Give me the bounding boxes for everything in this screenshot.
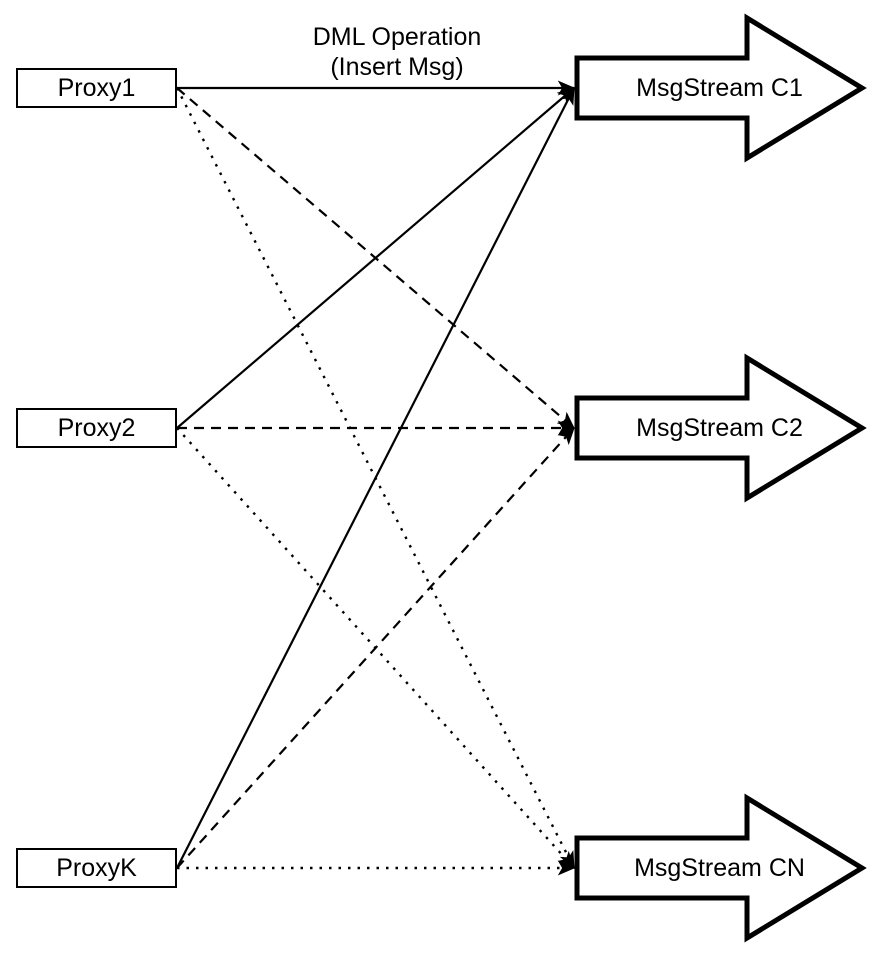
proxyk-node: ProxyK [16, 848, 177, 888]
proxy1-label: Proxy1 [57, 73, 136, 102]
proxyk-label: ProxyK [56, 853, 137, 882]
proxy2-label: Proxy2 [57, 413, 136, 442]
msgstream-cn-arrow-shape [574, 793, 867, 943]
edge-proxy2-to-cn-line [176, 427, 575, 869]
proxy1-node: Proxy1 [16, 68, 177, 108]
edge-proxy1-to-cn-line [175, 87, 576, 870]
edge-proxy1-to-c2-line [176, 87, 575, 429]
msgstream-c2-arrow-shape [574, 353, 867, 503]
msgstream-c1-arrow-shape [574, 13, 867, 163]
annotation-line1: DML Operation [312, 23, 482, 51]
proxy2-node: Proxy2 [16, 408, 177, 448]
edges-group [175, 80, 576, 876]
dml-operation-annotation: DML Operation (Insert Msg) [262, 22, 532, 82]
annotation-line2: (Insert Msg) [330, 53, 464, 81]
